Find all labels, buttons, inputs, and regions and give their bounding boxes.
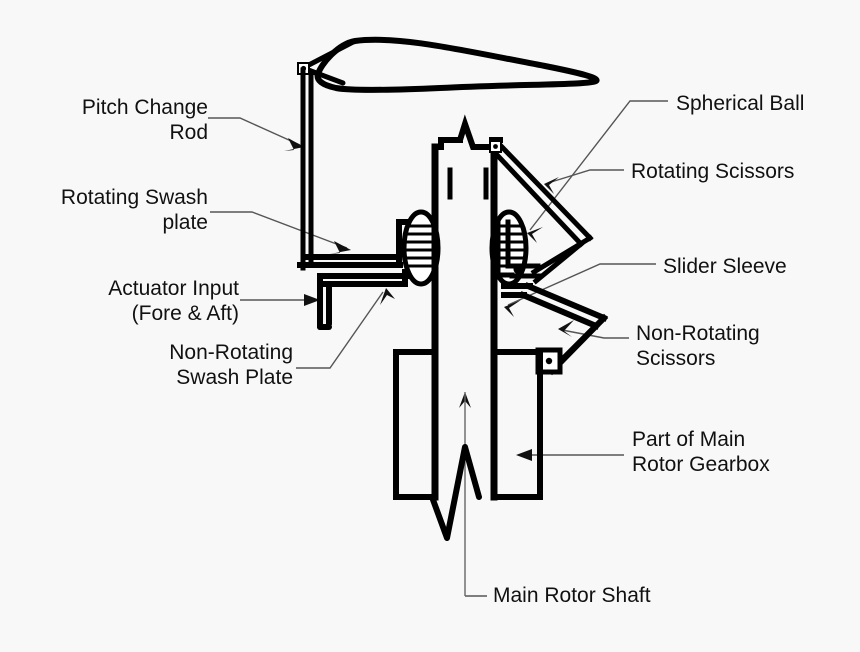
- label-slider-sleeve: Slider Sleeve: [663, 255, 787, 278]
- leader-pitch-change-rod: [208, 117, 301, 146]
- main-rotor-shaft: [431, 143, 498, 501]
- rotor-blade-airfoil: [314, 36, 600, 93]
- break-line-zigzag: [429, 444, 482, 541]
- leader-non-rotating-swash-plate: [296, 291, 384, 369]
- spherical-ball-bearing-left: [401, 209, 441, 287]
- leader-arrowheads: [284, 138, 574, 461]
- actuator-input-arm: [317, 273, 332, 330]
- gearbox-housing-right: [494, 349, 543, 500]
- leader-non-rotating-scissors: [561, 329, 629, 339]
- leader-rotating-swash-plate: [210, 211, 348, 249]
- label-main-rotor-shaft: Main Rotor Shaft: [493, 584, 651, 607]
- rotating-swashplate: [297, 219, 414, 275]
- arrowhead-part-of-main-rotor-gearbox: [516, 449, 532, 461]
- arrowhead-non-rotating-swash-plate: [380, 288, 395, 305]
- label-rotating-scissors: Rotating Scissors: [631, 160, 795, 183]
- non-rotating-swashplate: [317, 269, 415, 287]
- leader-rotating-scissors: [547, 169, 624, 184]
- arrowhead-rotating-swash-plate: [330, 241, 351, 254]
- label-spherical-ball: Spherical Ball: [676, 92, 805, 115]
- label-actuator-input: Actuator Input (Fore & Aft): [108, 277, 239, 325]
- label-pitch-change-rod: Pitch Change Rod: [81, 96, 208, 144]
- gearbox-housing-left: [393, 349, 435, 500]
- rotating-scissors-pivots: [489, 140, 525, 275]
- label-rotating-swash-plate: Rotating Swash plate: [60, 186, 208, 234]
- label-non-rotating-swash-plate: Non-Rotating Swash Plate: [169, 341, 293, 389]
- non-rotating-scissors: [501, 282, 609, 376]
- arrowhead-pitch-change-rod: [284, 138, 304, 151]
- arrowhead-non-rotating-scissors: [558, 320, 574, 337]
- label-part-of-main-rotor-gearbox: Part of Main Rotor Gearbox: [632, 428, 770, 476]
- arrowhead-slider-sleeve: [504, 300, 521, 317]
- arrowhead-actuator-input: [304, 294, 320, 306]
- rotating-scissors: [494, 143, 594, 285]
- pitch-change-rod: [300, 67, 314, 271]
- label-non-rotating-scissors: Non-Rotating Scissors: [636, 322, 760, 370]
- leader-lines: [208, 100, 668, 597]
- arrowhead-rotating-scissors: [544, 177, 559, 194]
- arrowhead-spherical-ball: [527, 227, 543, 243]
- leader-spherical-ball: [529, 100, 668, 231]
